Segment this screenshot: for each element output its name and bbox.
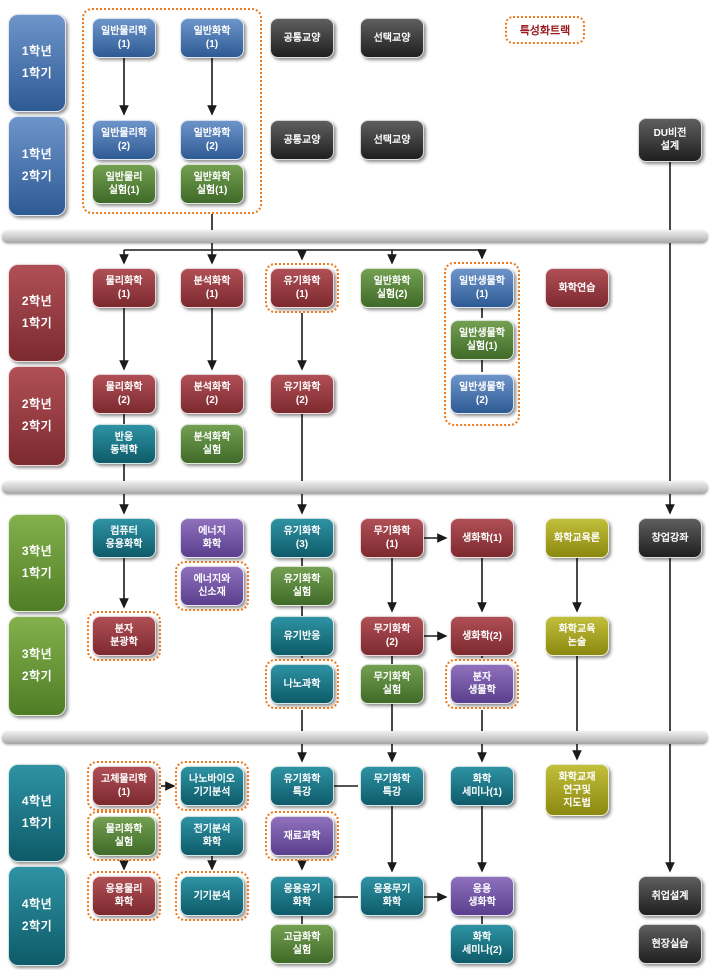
semester-divider <box>2 481 708 494</box>
course-general-chemistry-1: 일반화학(1) <box>180 18 244 58</box>
course-organic-reactions: 유기반응 <box>270 616 334 656</box>
course-inorganic-chemistry-2: 무기화학(2) <box>360 616 424 656</box>
legend-specialization-track: 특성화트랙 <box>505 16 585 44</box>
course-general-physics-2: 일반물리학(2) <box>92 120 156 160</box>
course-analytical-chemistry-2: 분석화학(2) <box>180 374 244 414</box>
course-biochemistry-2: 생화학(2) <box>450 616 514 656</box>
course-instrumental-analysis: 기기분석 <box>180 876 244 916</box>
course-general-biology-1: 일반생물학(1) <box>450 268 514 308</box>
semester-divider <box>2 731 708 744</box>
course-elective-liberal-arts-1: 선택교양 <box>360 18 424 58</box>
course-physical-chemistry-2: 물리화학(2) <box>92 374 156 414</box>
course-nano-science: 나노과학 <box>270 664 334 704</box>
course-common-liberal-arts-1: 공통교양 <box>270 18 334 58</box>
course-general-physics-1: 일반물리학(1) <box>92 18 156 58</box>
course-general-biology-2: 일반생물학(2) <box>450 374 514 414</box>
course-biochemistry-1: 생화학(1) <box>450 518 514 558</box>
legend-label: 특성화트랙 <box>519 25 571 37</box>
course-startup-course: 창업강좌 <box>638 518 702 558</box>
course-career-design: 취업설계 <box>638 876 702 916</box>
course-organic-chemistry-3: 유기화학(3) <box>270 518 334 558</box>
course-elective-liberal-arts-2: 선택교양 <box>360 120 424 160</box>
course-materials-science: 재료과학 <box>270 816 334 856</box>
course-solid-state-physics-1: 고체물리학(1) <box>92 766 156 806</box>
course-chemistry-practice: 화학연습 <box>545 268 609 308</box>
course-organic-chemistry-2: 유기화학(2) <box>270 374 334 414</box>
course-inorganic-chemistry-1: 무기화학(1) <box>360 518 424 558</box>
course-common-liberal-arts-2: 공통교양 <box>270 120 334 160</box>
course-physical-chemistry-1: 물리화학(1) <box>92 268 156 308</box>
semester-divider <box>2 230 708 243</box>
course-analytical-chemistry-1: 분석화학(1) <box>180 268 244 308</box>
course-organic-chemistry-1: 유기화학(1) <box>270 268 334 308</box>
course-chemistry-education-theory: 화학교육론 <box>545 518 609 558</box>
course-general-chemistry-2: 일반화학(2) <box>180 120 244 160</box>
course-field-practice: 현장실습 <box>638 924 702 964</box>
